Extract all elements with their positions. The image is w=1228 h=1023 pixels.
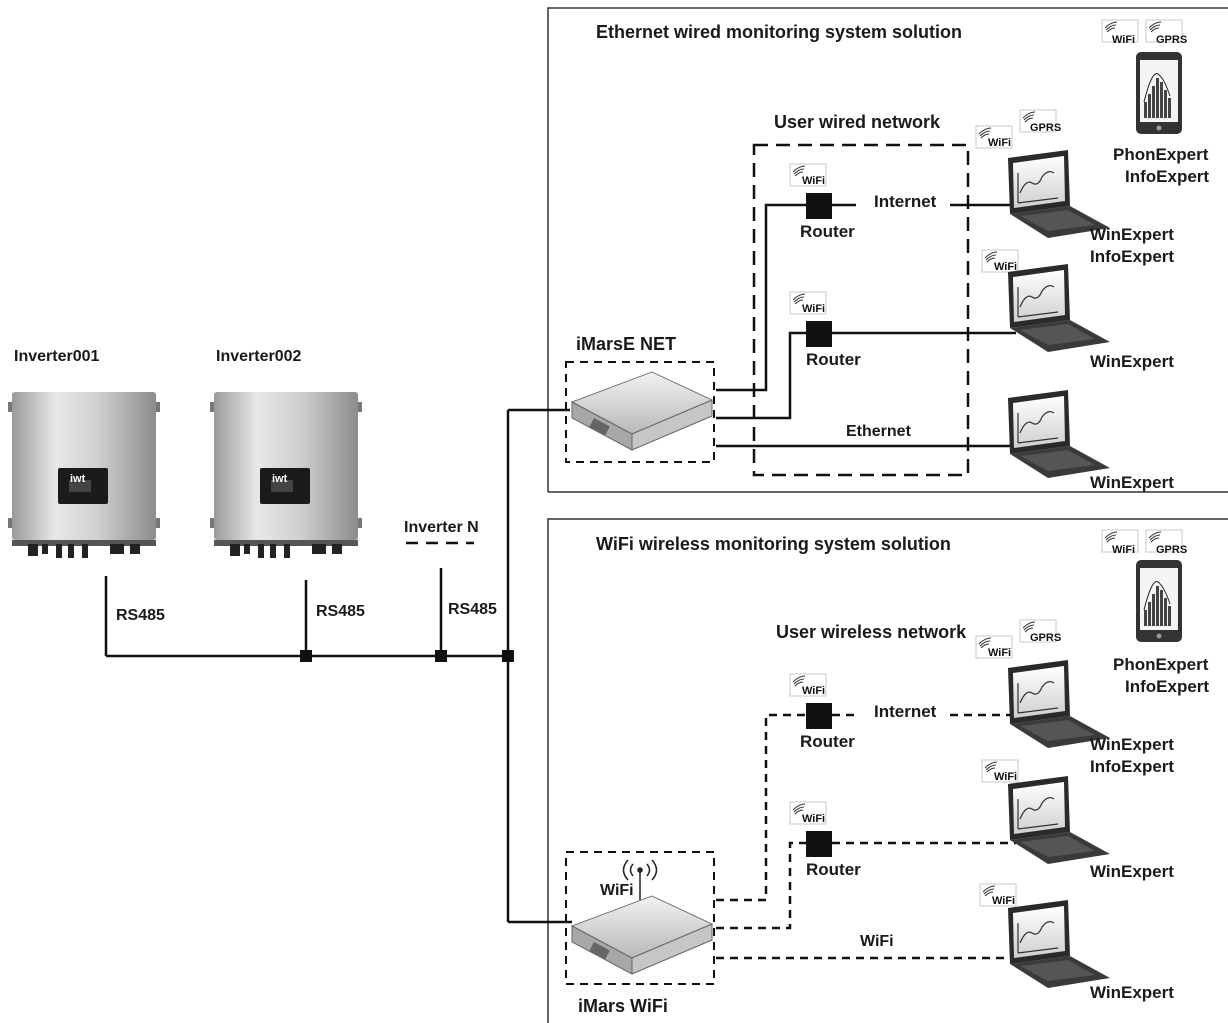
ethernet-panel: [547, 7, 1228, 493]
router-1-wifi-text: WiFi: [802, 175, 825, 187]
laptop-1-gprs-text: GPRS: [1030, 122, 1061, 134]
router-1-label: Router: [800, 222, 855, 241]
laptop-5-icon: [1007, 775, 1111, 865]
laptop-2-icon: [1007, 263, 1111, 353]
laptop-6-icon: [1007, 899, 1111, 989]
wifi-link-label: WiFi: [860, 933, 894, 950]
inverter-002-brand: iwt: [272, 473, 288, 485]
inverter-001-label: Inverter001: [14, 348, 99, 365]
laptop-6-wifi-text: WiFi: [992, 895, 1015, 907]
imarse-net-label: iMarsE NET: [576, 334, 676, 354]
laptop-3-icon: [1007, 389, 1111, 479]
imars-wifi-label: iMars WiFi: [578, 996, 668, 1016]
laptop-4-label-2: InfoExpert: [1090, 757, 1174, 776]
phone-1-label-2: InfoExpert: [1125, 167, 1209, 186]
wireless-network-label: User wireless network: [776, 622, 967, 642]
phone-2-label-1: PhonExpert: [1113, 655, 1209, 674]
laptop-2-label: WinExpert: [1090, 352, 1174, 371]
phone-2-gprs-text: GPRS: [1156, 544, 1187, 556]
phone-2-icon: [1135, 559, 1183, 643]
inverter-001-brand: iwt: [70, 473, 86, 485]
wifi-panel-title: WiFi wireless monitoring system solution: [596, 534, 951, 554]
laptop-1-wifi-text: WiFi: [988, 137, 1011, 149]
internet-label: Internet: [874, 192, 937, 211]
ethernet-label: Ethernet: [846, 423, 912, 440]
imars-wifi-box: [565, 851, 715, 985]
router-1-icon: [806, 193, 832, 219]
laptop-4-wifi-text: WiFi: [988, 647, 1011, 659]
bus-junctions: [300, 650, 514, 662]
rs485-label-1: RS485: [116, 607, 165, 624]
phone-1-wifi-text: WiFi: [1112, 34, 1135, 46]
laptop-4-label-1: WinExpert: [1090, 735, 1174, 754]
wired-network-box: [752, 143, 970, 477]
router-4-label: Router: [806, 860, 861, 879]
router-2-icon: [806, 321, 832, 347]
laptop-5-wifi-text: WiFi: [994, 771, 1017, 783]
router-4-wifi-text: WiFi: [802, 813, 825, 825]
phone-1-label-1: PhonExpert: [1113, 145, 1209, 164]
phone-2-wifi-text: WiFi: [1112, 544, 1135, 556]
router-3-label: Router: [800, 732, 855, 751]
laptop-3-label: WinExpert: [1090, 473, 1174, 492]
router-2-wifi-text: WiFi: [802, 303, 825, 315]
laptop-1-label-2: InfoExpert: [1090, 247, 1174, 266]
imarse-net-box: [565, 361, 715, 463]
phone-1-icon: [1135, 51, 1183, 135]
wifi-links: [716, 713, 1016, 960]
wifi-panel: [547, 518, 1228, 1023]
laptop-4-gprs-text: GPRS: [1030, 632, 1061, 644]
imarse-net-device: [571, 371, 713, 451]
inverter-n-label: Inverter N: [404, 519, 479, 536]
inverter-002-label: Inverter002: [216, 348, 301, 365]
ethernet-panel-title: Ethernet wired monitoring system solutio…: [596, 22, 962, 42]
phone-1-gprs-text: GPRS: [1156, 34, 1187, 46]
router-3-wifi-text: WiFi: [802, 685, 825, 697]
wifi-internet-label: Internet: [874, 702, 937, 721]
laptop-6-label: WinExpert: [1090, 983, 1174, 1002]
laptop-2-wifi-text: WiFi: [994, 261, 1017, 273]
rs485-label-3: RS485: [448, 601, 497, 618]
antenna-icon: [622, 859, 658, 900]
imars-wifi-antenna-label: WiFi: [600, 882, 634, 899]
router-2-label: Router: [806, 350, 861, 369]
wired-network-label: User wired network: [774, 112, 941, 132]
laptop-5-label: WinExpert: [1090, 862, 1174, 881]
ethernet-links: [716, 203, 1016, 448]
rs485-label-2: RS485: [316, 603, 365, 620]
router-4-icon: [806, 831, 832, 857]
imars-wifi-device: [571, 895, 713, 975]
router-3-icon: [806, 703, 832, 729]
laptop-1-label-1: WinExpert: [1090, 225, 1174, 244]
phone-2-label-2: InfoExpert: [1125, 677, 1209, 696]
